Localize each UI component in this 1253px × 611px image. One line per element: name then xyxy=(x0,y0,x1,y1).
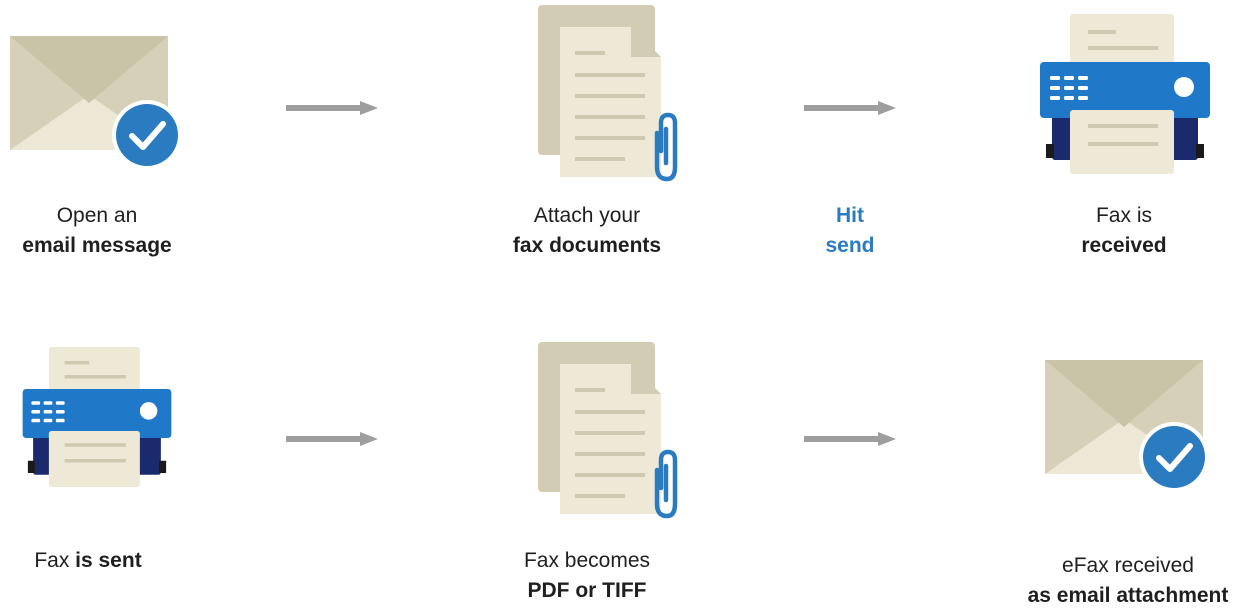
envelope-check-icon xyxy=(10,33,180,173)
step-label-line-bold: send xyxy=(825,234,875,257)
step-label-line: Open an xyxy=(56,204,138,227)
step-label-line: eFax received xyxy=(1062,554,1194,577)
step-label-fax-received: Fax is received xyxy=(1044,201,1204,261)
step-label-open-email: Open an email message xyxy=(0,201,194,261)
fax-machine-icon xyxy=(18,347,176,487)
step-label-fax-sent: Fax is sent xyxy=(0,546,176,576)
step-label-line: Fax is xyxy=(1095,204,1152,227)
step-label-line-bold: received xyxy=(1081,234,1167,257)
fax-machine-icon xyxy=(1040,14,1210,174)
document-paperclip-icon xyxy=(538,342,698,522)
step-label-line: Fax xyxy=(34,549,76,572)
step-label-line: Attach your xyxy=(533,204,641,227)
step-label-line-bold: PDF or TIFF xyxy=(527,579,647,602)
arrow-right-icon xyxy=(804,432,896,446)
step-label-line-bold: fax documents xyxy=(512,234,662,257)
step-label-fax-becomes: Fax becomes PDF or TIFF xyxy=(478,546,696,606)
step-label-line-bold: is sent xyxy=(75,549,142,572)
envelope-check-icon xyxy=(1045,357,1215,497)
document-paperclip-icon xyxy=(538,5,698,185)
step-label-line-bold: as email attachment xyxy=(1027,584,1229,607)
step-label-line: Fax becomes xyxy=(523,549,651,572)
arrow-right-icon xyxy=(286,432,378,446)
arrow-right-icon xyxy=(804,101,896,115)
step-label-hit-send: Hit send xyxy=(790,201,910,261)
step-label-line-bold: email message xyxy=(22,234,172,257)
step-label-line-bold: Hit xyxy=(836,204,864,227)
step-label-attach-docs: Attach your fax documents xyxy=(478,201,696,261)
step-label-efax-received: eFax received as email attachment xyxy=(1004,551,1252,611)
arrow-right-icon xyxy=(286,101,378,115)
